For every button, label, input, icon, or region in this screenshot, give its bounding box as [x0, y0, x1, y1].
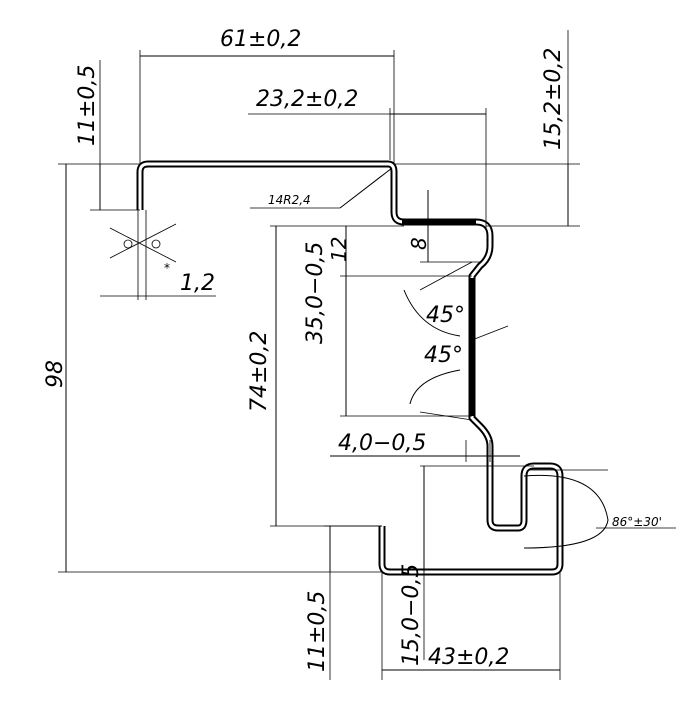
dim-angle-upper: 45°: [426, 303, 465, 328]
dim-offset-8: 8: [407, 237, 431, 250]
dim-offset-12: 12: [327, 237, 351, 262]
profile-outline-outer: [136, 160, 564, 576]
dimension-labels: 61±0,2 23,2±0,2 15,2±0,2 11±0,5 14R2,4 1…: [43, 27, 662, 672]
dimension-lines: [58, 30, 676, 680]
dim-rib-depth: 4,0−0,5: [338, 431, 426, 456]
dim-web-recess: 35,0−0,5: [303, 242, 328, 344]
dim-total-width: 61±0,2: [220, 27, 301, 52]
dim-bottom-lip: 11±0,5: [305, 591, 330, 672]
dim-total-height: 98: [43, 360, 68, 388]
dim-asterisk: *: [164, 261, 170, 275]
profile-outline-inner: [138, 162, 562, 574]
dim-radius: 14R2,4: [268, 193, 311, 207]
dim-web-height: 74±0,2: [247, 331, 272, 412]
dim-bottom-flange: 15,0−0,5: [399, 564, 424, 666]
dim-top-offset: 23,2±0,2: [256, 87, 358, 112]
steel-profile: [136, 160, 564, 576]
dim-thickness: 1,2: [180, 271, 215, 296]
dim-left-lip: 11±0,5: [75, 65, 100, 146]
dim-right-upper-height: 15,2±0,2: [541, 48, 566, 150]
dim-angle-lower: 45°: [424, 343, 463, 368]
dim-bottom-width: 43±0,2: [428, 645, 509, 670]
dim-flange-angle: 86°±30': [612, 515, 662, 529]
